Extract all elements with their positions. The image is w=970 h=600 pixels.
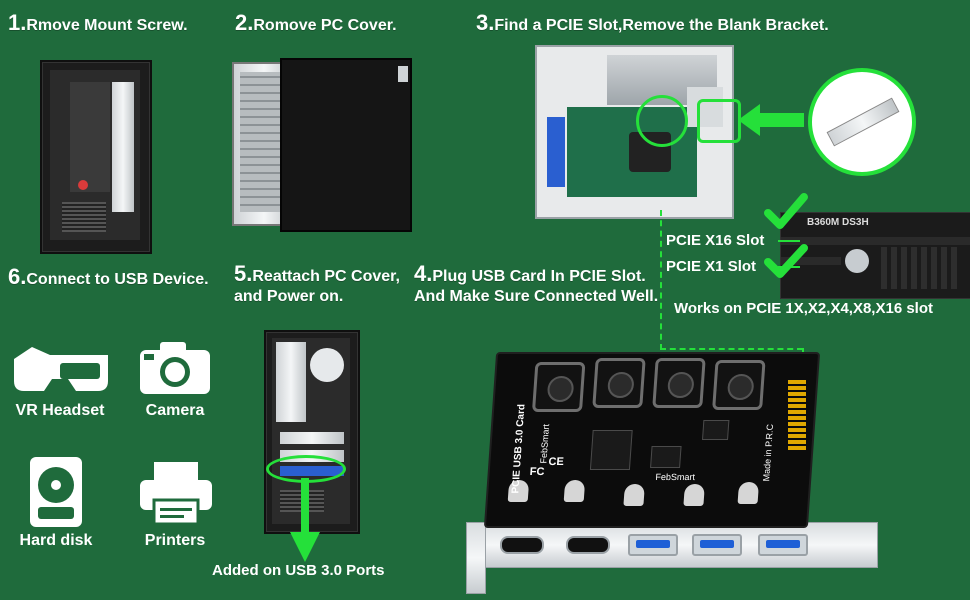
card-bracket-tab: [466, 522, 486, 594]
step-4-line-1: Plug USB Card In PCIE Slot.: [432, 268, 646, 285]
vr-headset-icon: [14, 347, 108, 391]
step-4-number: 4.: [414, 261, 433, 286]
x16-pointer-line: [778, 240, 800, 242]
card-gold-fingers: [788, 378, 806, 450]
usb-a-port-2: [692, 534, 742, 556]
step-5-line-2: and Power on.: [234, 288, 344, 305]
usb-a-port-1: [628, 534, 678, 556]
usb-c-port-2: [566, 536, 610, 554]
usb-c-port-1: [500, 536, 544, 554]
pc-tower-rear-image: [40, 60, 152, 254]
card-vertical-label: PCIE USB 3.0 Card: [510, 404, 528, 494]
step-3-text: Find a PCIE Slot,Remove the Blank Bracke…: [494, 17, 829, 34]
printer-icon: [140, 462, 212, 526]
checkmark-x16-icon: [764, 193, 808, 229]
pc-reassembled-image: [264, 330, 360, 534]
arrow-left-icon: [738, 104, 804, 136]
motherboard-detail-image: B360M DS3H: [780, 212, 970, 299]
pc-cover-removal-image: [232, 58, 412, 232]
works-on-slots-text: Works on PCIE 1X,X2,X4,X8,X16 slot: [674, 300, 933, 317]
arrow-down-icon: [290, 478, 320, 562]
pcie-x1-label: PCIE X1 Slot: [666, 258, 757, 275]
device-label-printers: Printers: [144, 532, 206, 549]
pcie-slot-highlight: [636, 95, 688, 147]
dashed-connector-bottom: [660, 348, 803, 350]
camera-icon: [140, 342, 210, 394]
checkmark-x1-icon: [764, 244, 808, 278]
usb-ports-caption: Added on USB 3.0 Ports: [212, 562, 385, 579]
step-2-title: 2.Romove PC Cover.: [235, 10, 397, 36]
usb-a-port-3: [758, 534, 808, 556]
step-2-text: Romove PC Cover.: [253, 17, 397, 34]
step-4-title: 4.Plug USB Card In PCIE Slot. And Make S…: [414, 261, 659, 307]
card-made-in-label: Made in P.R.C: [761, 424, 776, 482]
pcie-usb-card: PCIE USB 3.0 Card FebSmart CE FC FebSmar…: [483, 352, 821, 528]
device-label-hard-disk: Hard disk: [19, 532, 93, 549]
step-5-line-1: Reattach PC Cover,: [252, 268, 400, 285]
dashed-connector-left: [660, 210, 662, 350]
card-brand-label: FebSmart: [655, 472, 696, 482]
card-fc-mark: FC: [529, 466, 545, 478]
step-4-line-2: And Make Sure Connected Well.: [414, 288, 659, 305]
card-ce-mark: CE: [548, 456, 565, 468]
step-1-title: 1.Rmove Mount Screw.: [8, 10, 188, 36]
step-1-number: 1.: [8, 10, 27, 35]
hard-disk-icon: [30, 457, 82, 527]
blank-bracket-highlight: [697, 99, 741, 143]
step-6-text: Connect to USB Device.: [26, 271, 209, 288]
pcie-x16-label: PCIE X16 Slot: [666, 232, 765, 249]
step-5-title: 5.Reattach PC Cover, and Power on.: [234, 261, 400, 307]
blank-bracket-circle: [808, 68, 916, 176]
step-6-number: 6.: [8, 264, 27, 289]
step-3-title: 3.Find a PCIE Slot,Remove the Blank Brac…: [476, 10, 829, 36]
motherboard-model-label: B360M DS3H: [807, 217, 869, 228]
device-label-camera: Camera: [145, 402, 205, 419]
step-6-title: 6.Connect to USB Device.: [8, 264, 209, 290]
step-3-number: 3.: [476, 10, 495, 35]
step-2-number: 2.: [235, 10, 254, 35]
step-1-text: Rmove Mount Screw.: [26, 17, 188, 34]
device-label-vr: VR Headset: [15, 402, 105, 419]
step-5-number: 5.: [234, 261, 253, 286]
